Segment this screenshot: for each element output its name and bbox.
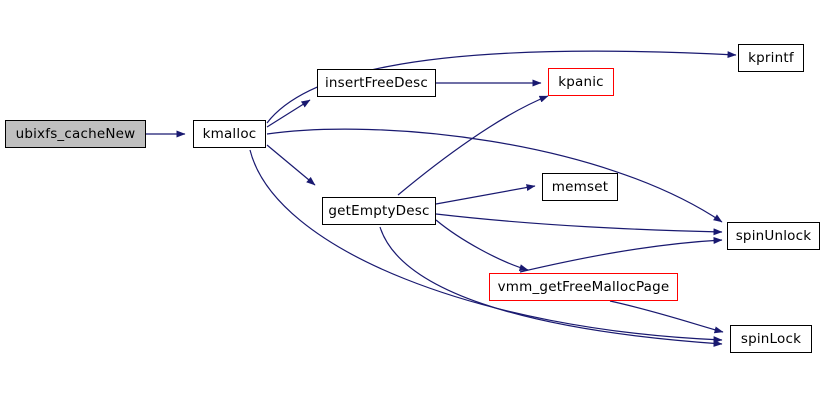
graph-node-label: getEmptyDesc (328, 203, 430, 219)
graph-node-spinLock[interactable]: spinLock (730, 325, 812, 353)
graph-edges (146, 50, 737, 347)
graph-edge-getEmptyDesc-to-vmm_getFreeMallocPage (435, 219, 529, 272)
graph-edge-getEmptyDesc-to-spinUnlock (435, 213, 723, 236)
graph-node-label: spinLock (740, 331, 802, 347)
graph-node-getEmptyDesc[interactable]: getEmptyDesc (322, 197, 436, 225)
graph-edge-getEmptyDesc-to-spinLock (379, 226, 723, 347)
graph-edge-kmalloc-to-spinUnlock (266, 128, 723, 223)
graph-node-label: insertFreeDesc (324, 75, 429, 91)
graph-node-label: memset (551, 179, 609, 195)
graph-node-ubixfs_cacheNew[interactable]: ubixfs_cacheNew (5, 120, 146, 148)
graph-node-kprintf[interactable]: kprintf (738, 44, 804, 72)
graph-node-label: kpanic (558, 74, 604, 90)
graph-node-memset[interactable]: memset (542, 173, 618, 201)
graph-node-label: ubixfs_cacheNew (15, 126, 136, 142)
graph-node-vmm_getFreeMallocPage[interactable]: vmm_getFreeMallocPage (489, 273, 678, 301)
graph-node-label: vmm_getFreeMallocPage (497, 279, 670, 295)
graph-edge-kmalloc-to-kprintf (266, 50, 737, 124)
graph-edge-getEmptyDesc-to-kpanic (397, 95, 549, 196)
graph-node-label: kmalloc (202, 126, 257, 142)
graph-node-kpanic[interactable]: kpanic (548, 68, 614, 96)
graph-node-label: spinUnlock (735, 228, 812, 244)
graph-edge-getEmptyDesc-to-memset (435, 184, 536, 205)
graph-node-label: kprintf (748, 50, 794, 66)
graph-edge-kmalloc-to-insertFreeDesc (266, 99, 311, 128)
graph-edge-kmalloc-to-getEmptyDesc (266, 144, 316, 186)
graph-node-kmalloc[interactable]: kmalloc (193, 120, 266, 148)
graph-node-insertFreeDesc[interactable]: insertFreeDesc (317, 69, 436, 97)
graph-node-spinUnlock[interactable]: spinUnlock (727, 222, 820, 250)
graph-edge-vmm_getFreeMallocPage-to-spinUnlock (519, 236, 723, 273)
graph-edge-kmalloc-to-spinLock (249, 149, 723, 344)
graph-edge-vmm_getFreeMallocPage-to-spinLock (609, 300, 724, 334)
